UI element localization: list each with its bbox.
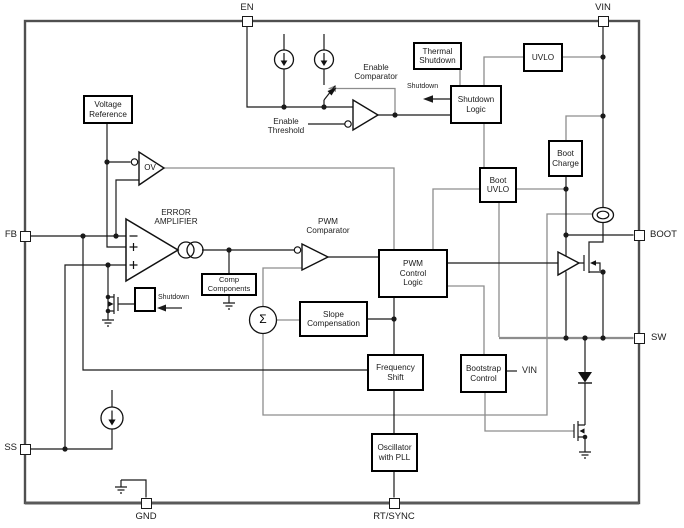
- pin-fb: [19, 230, 31, 242]
- block-thermal-shutdown: Thermal Shutdown: [413, 42, 462, 70]
- pin-label-boot: BOOT: [650, 229, 677, 240]
- pin-sw: [633, 332, 645, 344]
- label-shutdown-signal: Shutdown: [407, 83, 439, 90]
- block-shutdown-switch: [134, 287, 156, 312]
- gate-driver-triangle-icon: [557, 250, 581, 277]
- enable-comparator-triangle-icon: [352, 98, 380, 132]
- label-enable-comparator: Enable Comparator: [354, 63, 398, 82]
- black-wires: [30, 27, 634, 498]
- pin-gnd: [140, 497, 152, 509]
- label-shutdown-signal-mid: Shutdown: [158, 294, 190, 301]
- current-sense-icon: [591, 206, 615, 224]
- hs-fet-body-arrow-icon: [590, 260, 596, 266]
- pin-label-sw: SW: [651, 332, 667, 343]
- block-oscillator-with-pll: Oscillator with PLL: [371, 433, 418, 472]
- block-comp-components: Comp Components: [201, 273, 257, 296]
- sigma-summing-icon: [248, 305, 278, 335]
- shutdown-fet-body-arrow-icon: [108, 301, 114, 307]
- label-ov: OV: [144, 163, 156, 172]
- shutdown-mid-arrowhead-icon: [157, 304, 166, 312]
- block-shutdown-logic: Shutdown Logic: [450, 85, 502, 124]
- diode-icon: [578, 372, 592, 384]
- switch-actuator-arrowhead-icon: [327, 87, 337, 96]
- pin-label-vin: VIN: [595, 2, 611, 13]
- pin-label-rtsync: RT/SYNC: [373, 511, 415, 522]
- ss-current-source-icon: [100, 406, 124, 430]
- error-amplifier-triangle-icon: [125, 217, 180, 283]
- pwm-input-bubble-icon: [293, 246, 302, 254]
- block-slope-compensation: Slope Compensation: [299, 301, 368, 337]
- block-bootstrap-control: Bootstrap Control: [460, 354, 507, 393]
- label-error-amplifier: ERROR AMPLIFIER: [154, 208, 198, 227]
- pin-en: [241, 15, 253, 27]
- amplifier-input-polarity-icons: [129, 235, 138, 269]
- block-voltage-reference: Voltage Reference: [83, 95, 133, 124]
- ov-comparator-triangle-icon: [138, 150, 166, 187]
- block-frequency-shift: Frequency Shift: [367, 354, 424, 391]
- label-bootstrap-vin: VIN: [522, 365, 538, 375]
- pin-label-fb: FB: [4, 229, 17, 240]
- pin-label-ss: SS: [4, 442, 17, 453]
- pin-label-gnd: GND: [135, 511, 157, 522]
- label-pwm-comparator: PWM Comparator: [306, 217, 350, 236]
- block-boot-charge: Boot Charge: [548, 140, 583, 177]
- junction-dots: [62, 54, 606, 452]
- pin-ss: [19, 443, 31, 455]
- pwm-comparator-triangle-icon: [301, 242, 330, 272]
- block-boot-uvlo: Boot UVLO: [479, 167, 517, 203]
- current-source-icon: [273, 49, 295, 70]
- ls-fet-body-arrow-icon: [579, 428, 585, 434]
- shutdown-signal-arrowhead-icon: [423, 95, 433, 103]
- block-pwm-control-logic: PWM Control Logic: [378, 249, 448, 298]
- block-uvlo: UVLO: [523, 43, 563, 72]
- label-sigma: Σ: [259, 311, 267, 326]
- gray-wires: [164, 56, 603, 432]
- ov-input-bubble-icon: [130, 158, 139, 166]
- pin-vin: [597, 15, 609, 27]
- gm-output-circle-icon: [177, 241, 195, 259]
- current-source-icon: [313, 49, 335, 70]
- label-enable-threshold: Enable Threshold: [267, 117, 305, 136]
- pin-rtsync: [388, 497, 400, 509]
- enable-threshold-bubble-icon: [344, 120, 352, 128]
- pin-boot: [633, 229, 645, 241]
- gm-output-circle-icon: [186, 241, 204, 259]
- pin-label-en: EN: [240, 2, 254, 13]
